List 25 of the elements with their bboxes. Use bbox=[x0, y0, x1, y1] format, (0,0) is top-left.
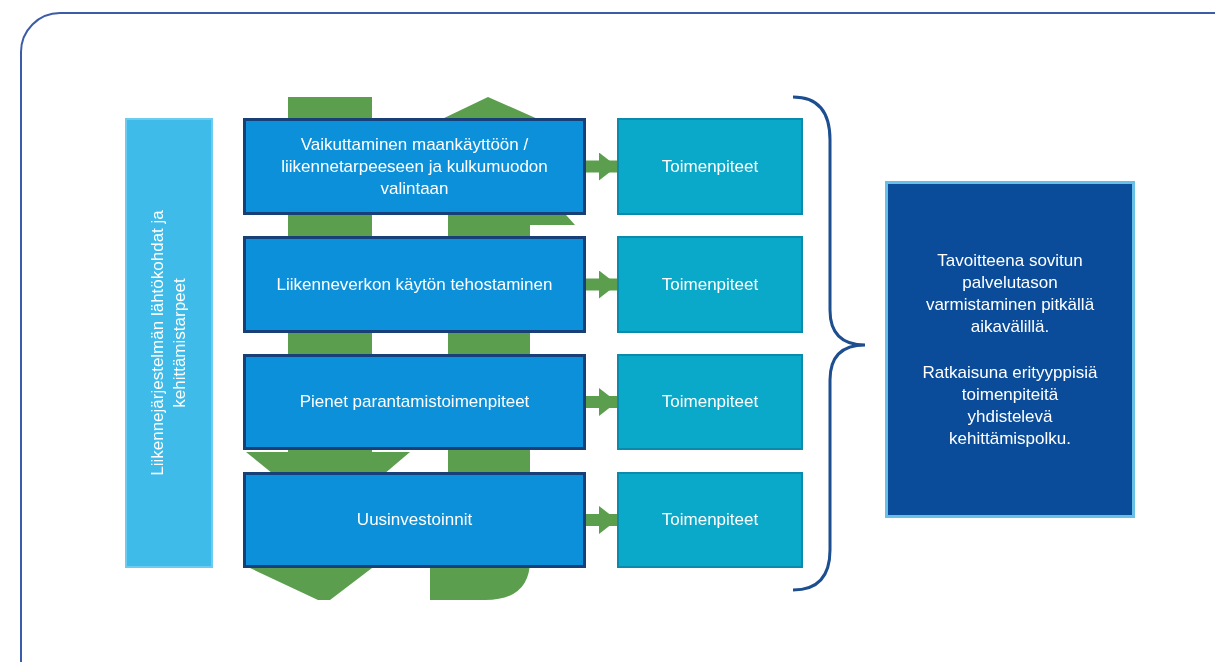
arrow bbox=[586, 388, 617, 416]
node-label: Pienet parantamistoimenpiteet bbox=[299, 391, 530, 413]
node-label: Tavoitteena sovitun palvelutason varmistaminen pitkällä aikavälillä. bbox=[924, 249, 1096, 338]
process-box bbox=[243, 236, 586, 333]
node-label: Liikenneverkon käytön tehostaminen bbox=[276, 273, 553, 296]
node-label: Liikennejärjestelmän lähtökohdat ja kehittämistarpeet bbox=[147, 209, 190, 478]
node-label: Vaikuttaminen maankäyttöön / liikennetarpeeseen ja kulkumuodon valintaan bbox=[280, 133, 549, 200]
arrow bbox=[586, 506, 617, 534]
node-label: Toimenpiteet bbox=[661, 391, 759, 413]
node-label: Toimenpiteet bbox=[661, 273, 759, 296]
action-box bbox=[617, 236, 803, 333]
arrow bbox=[586, 270, 617, 299]
action-box bbox=[617, 118, 803, 215]
arrow bbox=[586, 152, 617, 181]
node-label: Ratkaisuna erityyppisiä toimenpiteitä yhdistelevä kehittämispolku. bbox=[922, 361, 1098, 450]
goal-box bbox=[885, 181, 1135, 518]
process-box bbox=[243, 472, 586, 568]
side-box bbox=[125, 118, 213, 568]
process-box bbox=[243, 354, 586, 450]
process-box bbox=[243, 118, 586, 215]
node-label: Toimenpiteet bbox=[661, 509, 759, 531]
node-label: Uusinvestoinnit bbox=[356, 509, 473, 531]
node-label: Toimenpiteet bbox=[661, 155, 759, 178]
action-box bbox=[617, 472, 803, 568]
action-box bbox=[617, 354, 803, 450]
